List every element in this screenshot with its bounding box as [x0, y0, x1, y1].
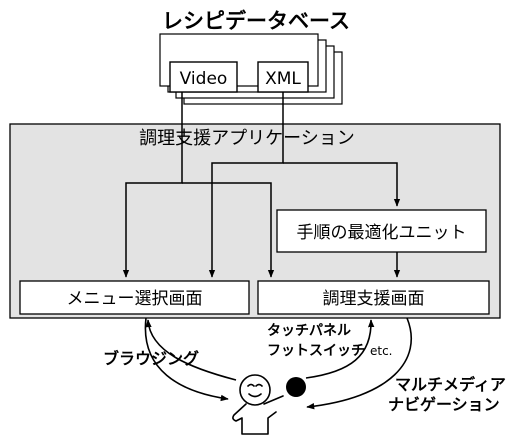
video-label: Video: [180, 69, 228, 89]
input-methods-line2: フットスイッチ: [267, 343, 365, 359]
optimizer-label: 手順の最適化ユニット: [297, 223, 467, 243]
input-methods-etc: etc.: [370, 344, 393, 358]
xml-to-menu-arrow: [208, 92, 284, 278]
xml-to-optimizer-arrow: [283, 162, 401, 207]
browsing-arrow-up: [145, 319, 237, 381]
video-box: [169, 61, 238, 93]
video-to-menu-arrow: [122, 92, 183, 278]
menu-screen-label: メニュー選択画面: [67, 289, 203, 309]
navigation-output-arrow: [306, 317, 412, 410]
touch-input-arrow: [305, 319, 375, 379]
user-head: [239, 374, 271, 406]
user-figure: [232, 374, 284, 435]
menu-screen-box: [19, 280, 250, 315]
interaction-arrows: [144, 317, 412, 410]
browsing-arrow-down: [144, 317, 229, 402]
input-methods-line1: タッチパネル: [267, 323, 351, 339]
database-title: レシピデータベース: [162, 9, 350, 33]
application-title: 調理支援アプリケーション: [139, 128, 355, 149]
user-raised-arm: [263, 395, 284, 405]
output-label-line1: マルチメディア: [395, 375, 506, 394]
output-label-line2: ナビゲーション: [388, 395, 500, 414]
support-screen-label: 調理支援画面: [323, 289, 425, 309]
xml-label: XML: [265, 69, 301, 89]
user-eye-left: [247, 383, 255, 387]
user-smile: [248, 393, 262, 398]
user-eye-right: [255, 383, 263, 387]
data-flow-lines: [122, 92, 401, 278]
support-screen-box: [257, 280, 490, 315]
optimizer-box: [276, 209, 487, 253]
user-body: [232, 403, 277, 435]
browsing-label: ブラウジング: [103, 349, 199, 368]
footswitch-device-icon: [286, 377, 306, 397]
